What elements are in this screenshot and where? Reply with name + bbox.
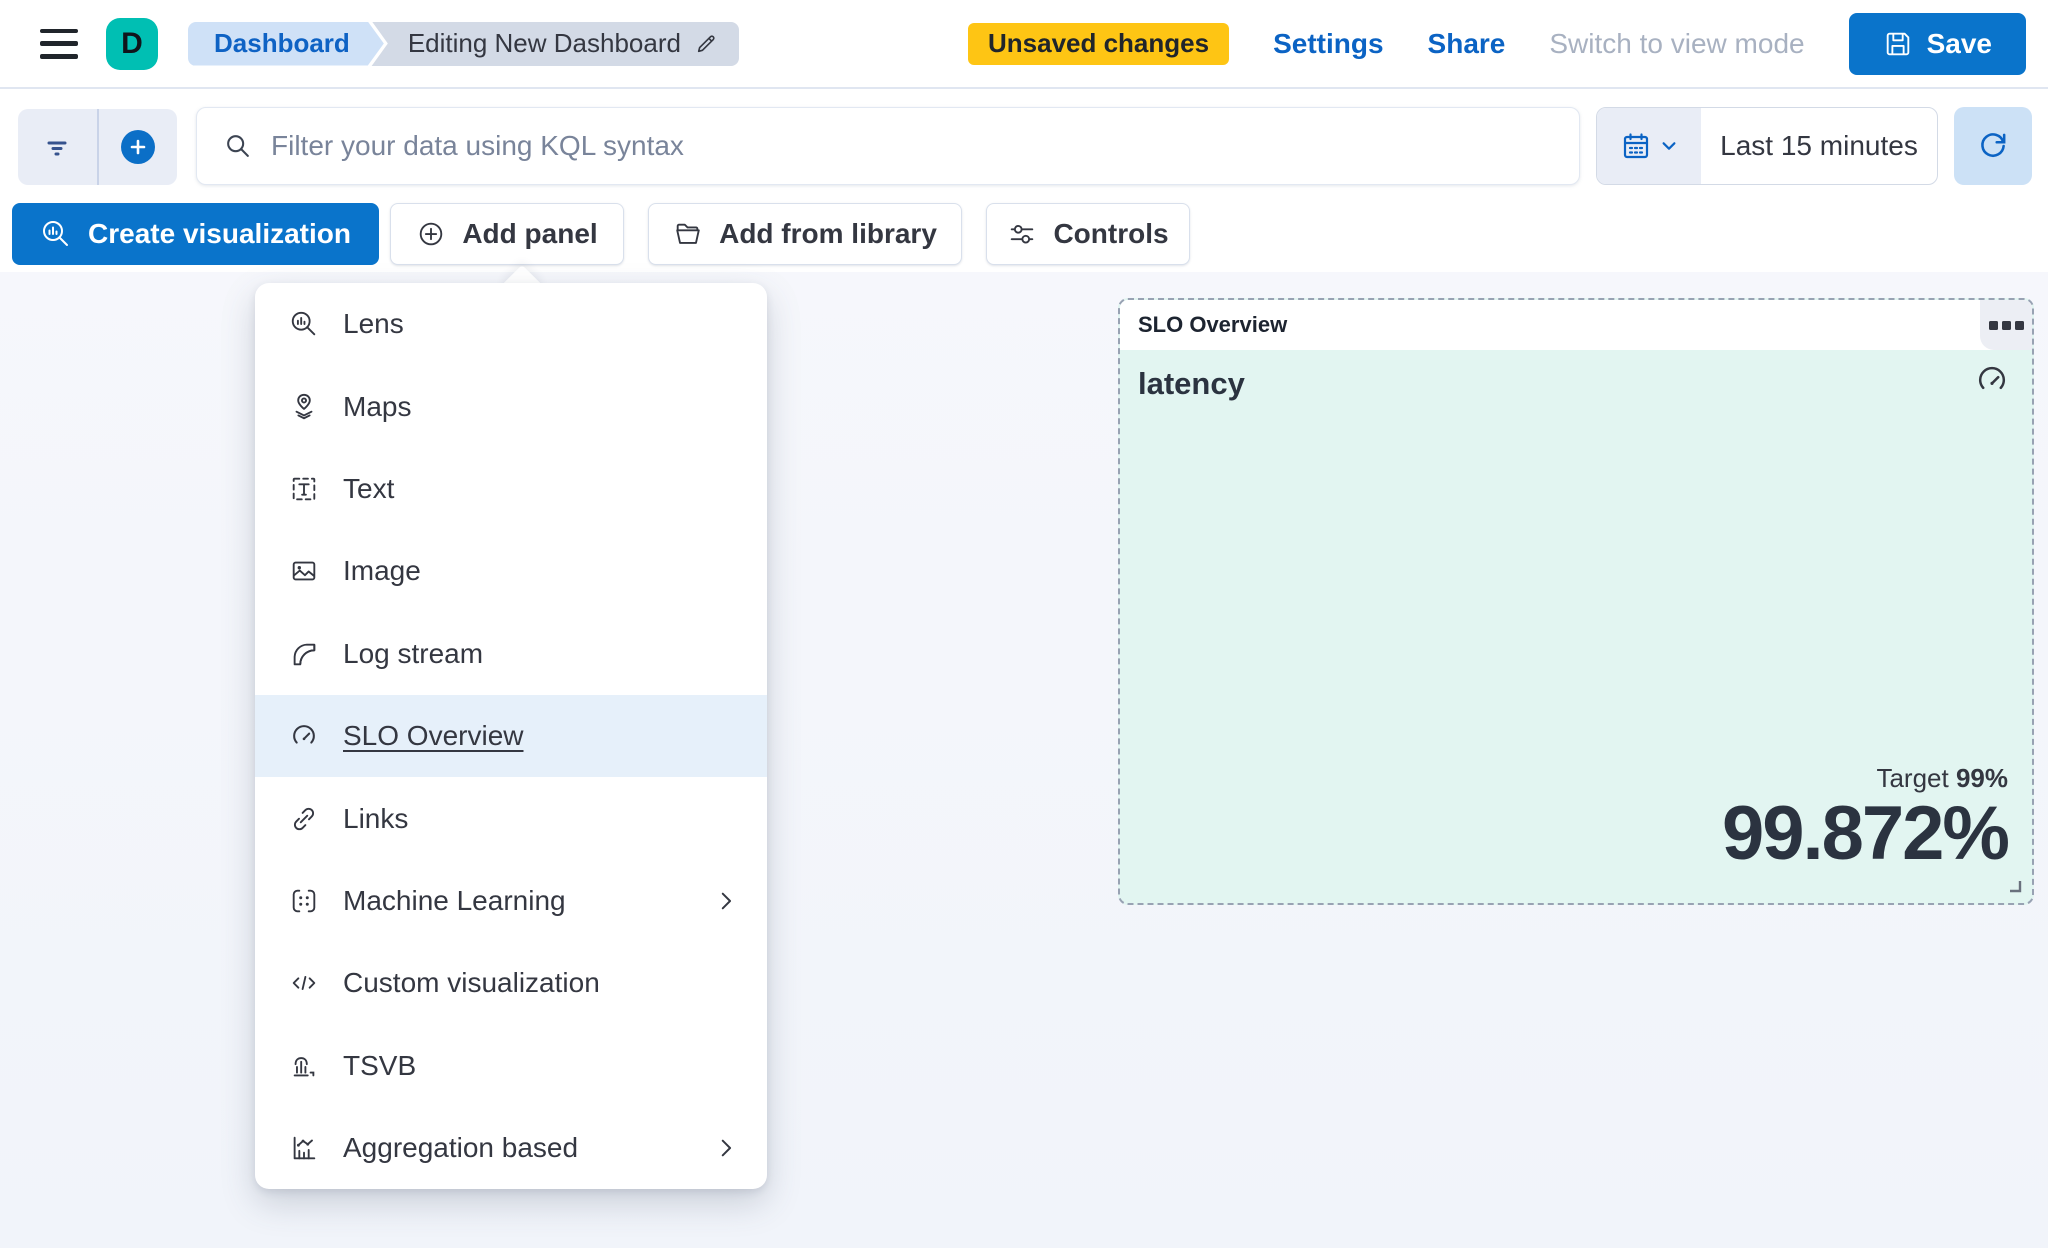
panel-resize-handle[interactable] xyxy=(2006,877,2024,895)
folder-icon xyxy=(673,219,703,249)
lens-app-icon xyxy=(40,218,72,250)
text-icon xyxy=(289,474,319,504)
lens-icon xyxy=(289,309,319,339)
menu-hamburger-icon[interactable] xyxy=(40,28,78,59)
settings-link[interactable]: Settings xyxy=(1273,27,1384,59)
breadcrumb: Dashboard Editing New Dashboard xyxy=(188,19,739,69)
refresh-icon xyxy=(1976,129,2010,163)
filter-icon xyxy=(41,131,73,163)
maps-icon xyxy=(289,392,319,422)
menu-item-lens[interactable]: Lens xyxy=(255,283,767,365)
menu-item-links[interactable]: Links xyxy=(255,777,767,859)
menu-item-custom-visualization[interactable]: Custom visualization xyxy=(255,942,767,1024)
filter-button[interactable] xyxy=(18,109,97,185)
menu-item-label: Maps xyxy=(343,390,412,422)
menu-item-label: TSVB xyxy=(343,1049,417,1081)
kql-search-input[interactable] xyxy=(271,108,1579,184)
menu-item-label: Links xyxy=(343,802,409,834)
kql-search-bar xyxy=(196,107,1580,185)
panel-title: SLO Overview xyxy=(1138,312,1288,337)
log-stream-icon xyxy=(289,639,319,669)
menu-item-tsvb[interactable]: TSVB xyxy=(255,1025,767,1107)
add-from-library-button[interactable]: Add from library xyxy=(648,203,962,265)
share-link[interactable]: Share xyxy=(1427,27,1506,59)
slo-target-value: 99% xyxy=(1955,762,2008,793)
breadcrumb-dashboard[interactable]: Dashboard xyxy=(188,19,388,69)
image-icon xyxy=(289,556,319,586)
time-range-picker: Last 15 minutes xyxy=(1596,107,1938,185)
slo-target-label: Target xyxy=(1876,762,1949,793)
save-button-label: Save xyxy=(1926,27,1992,59)
menu-item-image[interactable]: Image xyxy=(255,530,767,612)
breadcrumb-dashboard-label[interactable]: Dashboard xyxy=(188,22,384,66)
slo-overview-icon xyxy=(289,721,319,751)
menu-item-label: Machine Learning xyxy=(343,884,566,916)
machine-learning-icon xyxy=(289,886,319,916)
create-visualization-button[interactable]: Create visualization xyxy=(12,203,379,265)
menu-item-machine-learning[interactable]: Machine Learning xyxy=(255,860,767,942)
controls-button[interactable]: Controls xyxy=(986,203,1190,265)
search-icon xyxy=(223,131,253,161)
sliders-icon xyxy=(1007,219,1037,249)
edit-pencil-icon[interactable] xyxy=(693,31,719,57)
breadcrumb-current-label: Editing New Dashboard xyxy=(407,28,681,58)
controls-label: Controls xyxy=(1053,218,1169,249)
slo-value: 99.872% xyxy=(1721,790,2010,876)
menu-item-label: SLO Overview xyxy=(343,720,524,752)
save-floppy-icon xyxy=(1883,29,1913,59)
add-panel-menu: Lens Maps Text xyxy=(255,283,767,1189)
slo-overview-panel: SLO Overview latency Target 99% 99.872% xyxy=(1118,298,2034,905)
add-from-library-label: Add from library xyxy=(719,218,937,249)
switch-to-view-mode-link[interactable]: Switch to view mode xyxy=(1549,27,1805,59)
refresh-button[interactable] xyxy=(1954,107,2032,185)
menu-item-label: Text xyxy=(343,472,395,504)
menu-item-maps[interactable]: Maps xyxy=(255,365,767,447)
time-range-value[interactable]: Last 15 minutes xyxy=(1720,130,1918,161)
menu-item-label: Aggregation based xyxy=(343,1132,579,1164)
save-button[interactable]: Save xyxy=(1848,12,2026,75)
unsaved-changes-badge: Unsaved changes xyxy=(967,22,1230,65)
chevron-down-icon xyxy=(1660,137,1678,155)
chevron-right-icon xyxy=(713,888,739,914)
menu-item-label: Image xyxy=(343,555,421,587)
boxes-horizontal-icon xyxy=(1988,320,1998,330)
aggregation-based-icon xyxy=(289,1133,319,1163)
space-avatar[interactable]: D xyxy=(106,17,158,70)
menu-item-label: Lens xyxy=(343,308,404,340)
breadcrumb-current[interactable]: Editing New Dashboard xyxy=(361,21,739,66)
date-picker-button[interactable] xyxy=(1597,108,1701,184)
add-filter-button[interactable] xyxy=(96,109,178,185)
links-icon xyxy=(289,804,319,834)
menu-item-aggregation-based[interactable]: Aggregation based xyxy=(255,1107,767,1189)
tsvb-icon xyxy=(289,1051,319,1081)
create-visualization-label: Create visualization xyxy=(88,218,351,249)
plus-circle-icon xyxy=(120,130,155,164)
chevron-right-icon xyxy=(713,1135,739,1161)
filter-button-group xyxy=(18,109,177,185)
slo-figures: Target 99% 99.872% xyxy=(1721,762,2010,876)
top-bar: D Dashboard Editing New Dashboard Unsave… xyxy=(0,0,2048,89)
custom-visualization-icon xyxy=(289,968,319,998)
calendar-icon xyxy=(1620,130,1652,162)
add-panel-button[interactable]: Add panel xyxy=(390,203,624,265)
panel-options-button[interactable] xyxy=(1980,300,2032,350)
menu-item-log-stream[interactable]: Log stream xyxy=(255,613,767,695)
menu-item-slo-overview[interactable]: SLO Overview xyxy=(255,694,767,778)
gauge-icon xyxy=(1974,362,2010,398)
slo-metric-title: latency xyxy=(1138,366,1245,401)
plus-in-circle-icon xyxy=(416,219,446,249)
menu-item-label: Log stream xyxy=(343,637,484,669)
menu-item-label: Custom visualization xyxy=(343,967,600,999)
menu-item-text[interactable]: Text xyxy=(255,448,767,530)
add-panel-label: Add panel xyxy=(462,218,598,249)
panel-header[interactable]: SLO Overview xyxy=(1120,300,2032,350)
